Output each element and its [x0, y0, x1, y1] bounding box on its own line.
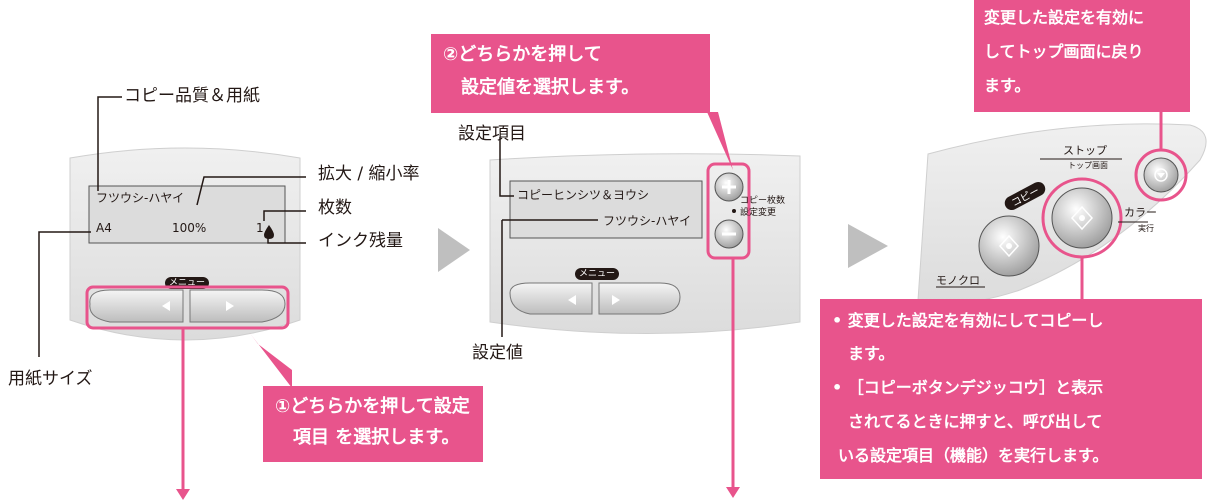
callout-copy-run-line4: されてるときに押すと、呼び出して — [848, 412, 1103, 431]
label-zoom-ratio: 拡大 / 縮小率 — [318, 164, 420, 184]
callout-stop-line3: ます。 — [984, 76, 1031, 95]
label-copy-count: 枚数 — [318, 198, 352, 218]
callout-stop-line2: してトップ画面に戻り — [984, 42, 1144, 61]
callout-copy-run: • 変更した設定を有効にしてコピーし ます。 • ［コピーボタンデジッコウ］と表… — [820, 299, 1202, 479]
lcd-zoom-text: 100% — [172, 221, 207, 235]
start-diamond-icon — [1070, 205, 1094, 231]
callout-stop: 変更した設定を有効に してトップ画面に戻り ます。 — [974, 0, 1190, 112]
stop-button — [1134, 148, 1188, 202]
lcd-quality-text: フツウシ-ハヤイ — [96, 191, 185, 205]
label-setting-item: 設定項目 — [458, 124, 526, 144]
side-label-copy-count: コピー枚数 — [740, 196, 786, 206]
label-stop: ストップ — [1063, 144, 1107, 157]
panel2-device — [489, 153, 801, 334]
step-arrow-2 — [848, 224, 888, 268]
callout-step-1-line1: ①どちらかを押して設定 — [275, 396, 470, 417]
side-label-setting-change: 設定変更 — [740, 208, 777, 218]
start-diamond-icon-mono — [998, 234, 1020, 258]
step-arrow-1 — [438, 228, 470, 272]
lcd2-item-text: コピーヒンシツ＆ヨウシ — [517, 188, 650, 202]
callout-stop-line1: 変更した設定を有効に — [984, 8, 1145, 27]
stop-icon — [1154, 168, 1168, 182]
callout-copy-run-line3: • ［コピーボタンデジッコウ］と表示 — [832, 378, 1104, 397]
label-ink-level: インク残量 — [318, 231, 403, 251]
label-paper-size: 用紙サイズ — [8, 369, 93, 389]
label-mono: モノクロ — [936, 274, 980, 287]
callout2-tail — [692, 112, 733, 170]
callout1-tail — [249, 332, 292, 388]
callout-step-1: ①どちらかを押して設定 項目 を選択します。 — [263, 386, 483, 462]
right-arrow-icon — [226, 301, 234, 311]
left-arrow-icon — [162, 301, 170, 311]
callout-copy-run-line2: ます。 — [848, 344, 895, 363]
mono-copy-button — [978, 215, 1040, 277]
callout-step-1-line2: 項目 を選択します。 — [293, 427, 460, 448]
panel2-plus-minus-highlight — [706, 162, 751, 260]
panel2-leader-lines — [499, 137, 598, 337]
callout-step-2-line1: ②どちらかを押して — [443, 44, 602, 65]
label-setting-value: 設定値 — [472, 343, 523, 363]
lcd2-value-text: フツウシ-ハヤイ — [603, 214, 692, 228]
callout-copy-run-line1: • 変更した設定を有効にしてコピーし — [832, 311, 1104, 330]
lcd-count-text: 1 — [256, 221, 264, 235]
ink-drop-icon — [264, 225, 274, 239]
label-color: カラー — [1124, 206, 1157, 219]
callout-step-2-line2: 設定値を選択します。 — [461, 77, 640, 98]
panel2-plus-minus — [706, 162, 751, 260]
callout-step-2: ②どちらかを押して 設定値を選択します。 — [431, 34, 710, 113]
menu-badge-1: メニュー — [168, 278, 205, 288]
label-top-screen: トップ画面 — [1068, 161, 1108, 170]
panel1-down-arrow — [176, 328, 190, 500]
panel2-down-arrow — [726, 258, 740, 498]
callout-copy-run-line5: いる設定項目（機能）を実行します。 — [838, 446, 1109, 465]
panel3-label-lines — [936, 158, 1148, 288]
label-copy-quality-paper: コピー品質＆用紙 — [124, 86, 260, 106]
panel1-menu-buttons — [85, 277, 290, 330]
label-run: 実行 — [1138, 224, 1154, 233]
panel1-menu-highlight — [85, 285, 290, 330]
menu-badge-2: メニュー — [578, 269, 615, 279]
color-copy-button — [1041, 177, 1123, 259]
lcd-size-text: A4 — [96, 221, 112, 235]
